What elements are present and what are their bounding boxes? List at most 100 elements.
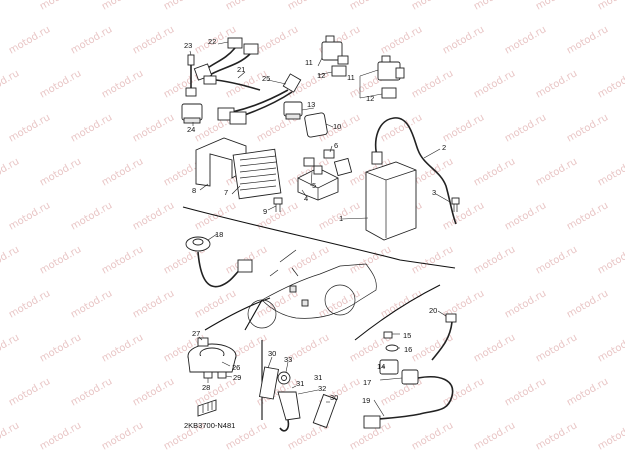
part-5-fuse	[303, 157, 323, 175]
watermark-text: motod.ru	[7, 200, 52, 232]
callout-9: 9	[263, 207, 267, 216]
part-18-sensor	[185, 236, 253, 288]
part-32-pedal-switch	[312, 393, 338, 429]
watermark-text: motod.ru	[286, 244, 331, 276]
watermark-text: motod.ru	[0, 244, 21, 276]
watermark-text: motod.ru	[38, 244, 83, 276]
watermark-text: motod.ru	[224, 68, 269, 100]
callout-3: 3	[432, 188, 436, 197]
watermark-text: motod.ru	[100, 0, 145, 13]
callout-23: 23	[184, 41, 192, 50]
callout-labels: 23 22 21 25 24 11 12 11 12 13 10 8 7 9 6…	[184, 37, 446, 405]
watermark-text: motod.ru	[131, 376, 176, 408]
watermark-text: motod.ru	[0, 0, 21, 13]
callout-8: 8	[192, 186, 196, 195]
watermark-text: motod.ru	[7, 24, 52, 56]
part-13-relay	[283, 101, 303, 120]
watermark-text: motod.ru	[441, 24, 486, 56]
callout-27: 27	[192, 329, 200, 338]
callout-24: 24	[187, 125, 195, 134]
part-7-rectifier	[232, 148, 282, 200]
watermark-text: motod.ru	[131, 24, 176, 56]
watermark-text: motod.ru	[503, 200, 548, 232]
watermark-text: motod.ru	[503, 24, 548, 56]
watermark-text: motod.ru	[255, 24, 300, 56]
callout-30: 30	[268, 349, 276, 358]
watermark-text: motod.ru	[69, 24, 114, 56]
watermark-text: motod.ru	[596, 420, 625, 452]
watermark-text: motod.ru	[38, 420, 83, 452]
watermark-text: motod.ru	[565, 200, 610, 232]
watermark-text: motod.ru	[441, 112, 486, 144]
callout-10: 10	[333, 122, 341, 131]
watermark-text: motod.ru	[565, 112, 610, 144]
watermark-text: motod.ru	[379, 112, 424, 144]
callout-19: 19	[362, 396, 370, 405]
part-16-clip	[385, 344, 399, 352]
watermark-text: motod.ru	[534, 332, 579, 364]
watermark-text: motod.ru	[38, 0, 83, 13]
watermark-text: motod.ru	[100, 68, 145, 100]
part-14-sensor	[379, 359, 399, 375]
watermark-text: motod.ru	[0, 156, 21, 188]
part-25-harness	[217, 73, 302, 125]
callout-22: 22	[208, 37, 216, 46]
watermark-text: motod.ru	[565, 288, 610, 320]
callout-12-lower: 12	[366, 94, 374, 103]
watermark-text: motod.ru	[379, 288, 424, 320]
callout-11-lower: 11	[347, 73, 355, 82]
watermark-text: motod.ru	[255, 200, 300, 232]
callout-15: 15	[403, 331, 411, 340]
part-2-battery-lead	[371, 117, 457, 225]
watermark-text: motod.ru	[255, 288, 300, 320]
callout-26: 26	[232, 363, 240, 372]
callout-16: 16	[404, 345, 412, 354]
watermark-text: motod.ru	[534, 244, 579, 276]
watermark-text: motod.ru	[472, 332, 517, 364]
part-33-switch	[277, 371, 291, 385]
callout-17: 17	[363, 378, 371, 387]
part-12-holder-upper	[331, 65, 347, 77]
watermark-text: motod.ru	[38, 68, 83, 100]
watermark-text: motod.ru	[100, 244, 145, 276]
part-4-fuse-box	[297, 167, 339, 201]
watermark-text: motod.ru	[131, 112, 176, 144]
watermark-text: motod.ru	[100, 156, 145, 188]
watermark-text: motod.ru	[534, 156, 579, 188]
watermark-text: motod.ru	[565, 24, 610, 56]
part-6-fuse	[323, 149, 353, 177]
callout-29: 29	[233, 373, 241, 382]
callout-4: 4	[304, 194, 308, 203]
watermark-text: motod.ru	[38, 156, 83, 188]
watermark-text: motod.ru	[410, 420, 455, 452]
part-29-nut	[217, 371, 227, 379]
watermark-text: motod.ru	[596, 244, 625, 276]
watermark-text: motod.ru	[441, 200, 486, 232]
watermark-text: motod.ru	[0, 332, 21, 364]
watermark-layer: motod.ru motod.ru motod.ru motod.ru motod.ru…	[0, 0, 625, 453]
leader-lines	[189, 41, 451, 417]
callout-11-upper: 11	[305, 58, 313, 67]
callout-31-lower: 31	[314, 373, 322, 382]
part-10-flasher	[304, 112, 328, 138]
callout-1: 1	[339, 214, 343, 223]
watermark-text: motod.ru	[410, 156, 455, 188]
diagram-code: 2KB3700-N481	[184, 421, 235, 430]
part-27-bracket	[197, 337, 209, 347]
watermark-text: motod.ru	[565, 376, 610, 408]
watermark-text: motod.ru	[503, 112, 548, 144]
callout-2: 2	[442, 143, 446, 152]
watermark-text: motod.ru	[534, 420, 579, 452]
part-20-lead	[431, 313, 457, 361]
part-11-relay-lower	[377, 55, 405, 81]
watermark-text: motod.ru	[69, 376, 114, 408]
watermark-text: motod.ru	[100, 420, 145, 452]
part-11-relay-upper	[321, 35, 349, 65]
watermark-text: motod.ru	[379, 24, 424, 56]
callout-28: 28	[202, 383, 210, 392]
watermark-text: motod.ru	[224, 0, 269, 13]
watermark-text: motod.ru	[286, 0, 331, 13]
callout-6: 6	[334, 141, 338, 150]
part-3-bolt	[451, 197, 460, 212]
watermark-text: motod.ru	[410, 68, 455, 100]
